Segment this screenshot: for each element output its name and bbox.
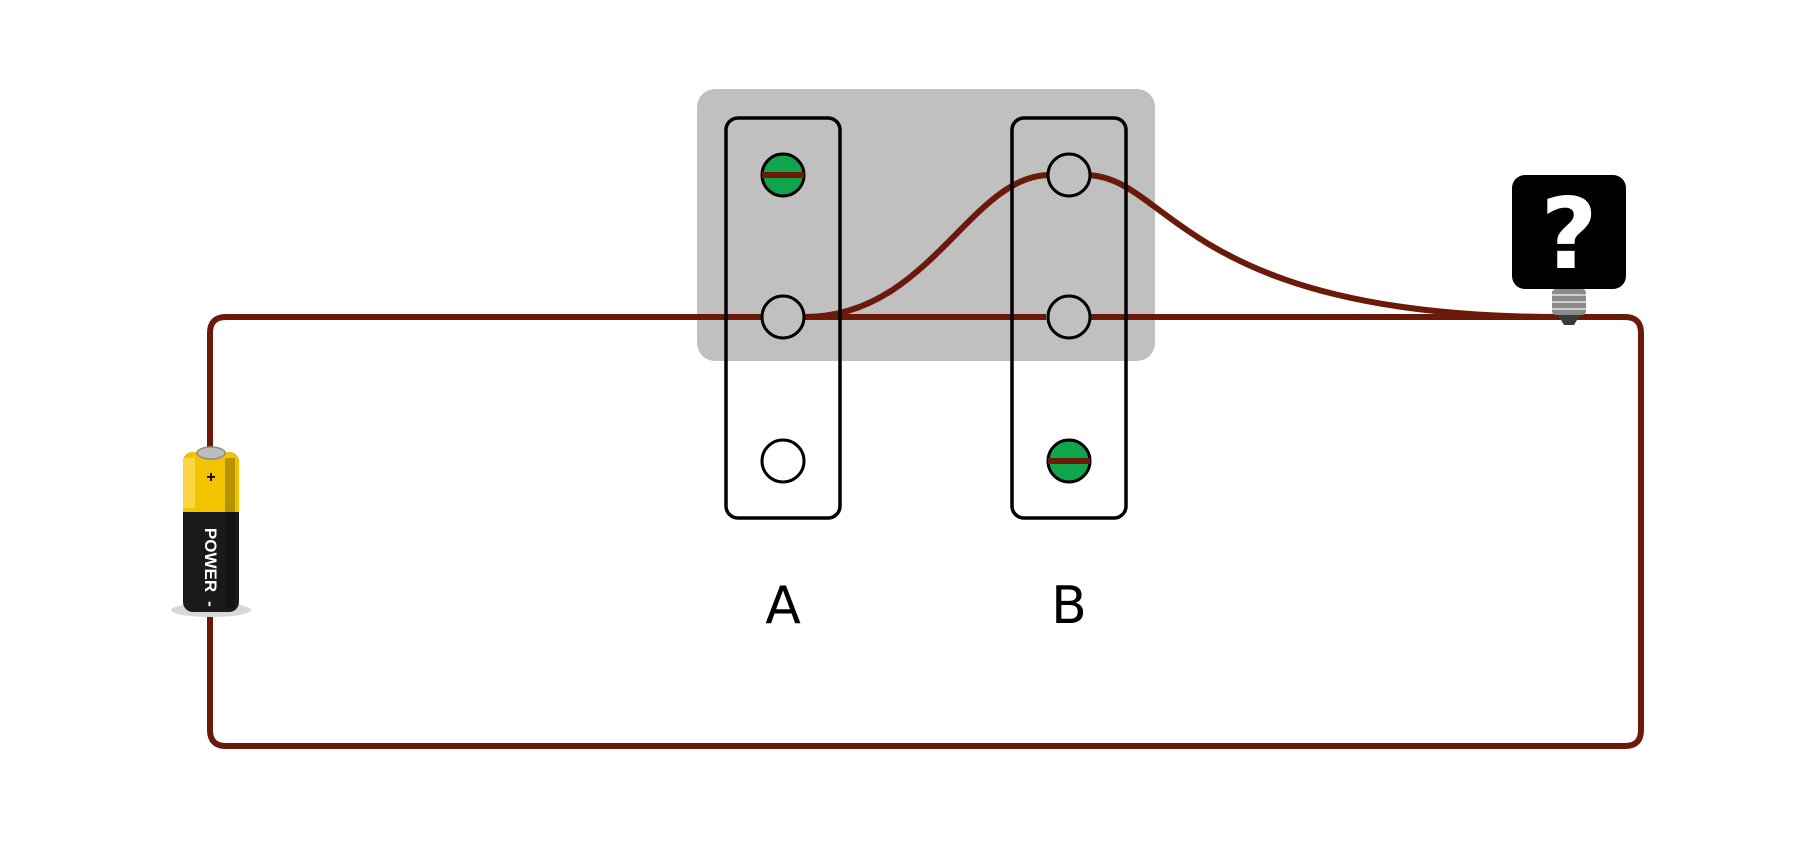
strip-b-label: B: [1051, 576, 1087, 636]
strip-a-bottom-terminal[interactable]: [760, 438, 806, 484]
battery-terminal: [196, 446, 226, 460]
bulb-base-icon: [1552, 289, 1586, 325]
strip-b[interactable]: [1010, 116, 1128, 520]
battery-minus-label: -: [201, 601, 220, 607]
switch-panel: [697, 89, 1155, 361]
strip-a-middle-terminal[interactable]: [760, 294, 806, 340]
battery[interactable]: + POWER -: [171, 446, 251, 617]
bulb-question-mark-icon: ?: [1541, 178, 1598, 292]
curved-wire: [802, 172, 1563, 320]
bulb-box: [1512, 175, 1626, 289]
strip-a-outline: [724, 116, 842, 520]
strip-b-top-terminal[interactable]: [1046, 152, 1092, 198]
battery-plus-label: +: [206, 469, 215, 486]
strip-a-label: A: [765, 576, 801, 636]
circuit-loop-wire: [207, 314, 1644, 749]
strip-a[interactable]: [724, 116, 842, 520]
unknown-bulb[interactable]: ?: [1512, 175, 1626, 325]
battery-brand-label: POWER: [201, 528, 220, 592]
strip-b-outline: [1010, 116, 1128, 520]
strip-b-middle-terminal[interactable]: [1046, 294, 1092, 340]
